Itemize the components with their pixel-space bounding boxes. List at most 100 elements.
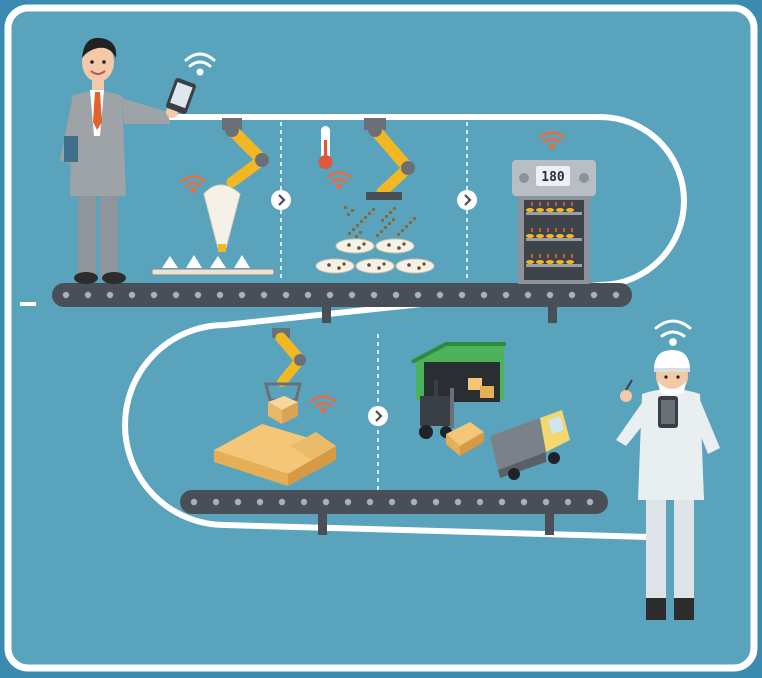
sprinkle	[409, 221, 412, 224]
manager-figure	[60, 37, 178, 284]
conveyor-roller	[212, 498, 220, 506]
sprinkle	[351, 209, 354, 212]
conveyor-roller	[326, 291, 334, 299]
conveyor-roller	[278, 498, 286, 506]
conveyor-roller	[300, 498, 308, 506]
conveyor-roller	[612, 291, 620, 299]
baking-cookie	[546, 208, 554, 212]
sprinkle	[389, 211, 392, 214]
conveyor-roller	[216, 291, 224, 299]
sprinkle	[397, 233, 400, 236]
conveyor-roller	[436, 291, 444, 299]
conveyor-roller	[410, 498, 418, 506]
sprinkle	[364, 216, 367, 219]
conveyor-roller	[260, 291, 268, 299]
oven-rack	[526, 212, 582, 215]
conveyor-roller	[564, 498, 572, 506]
sprinkle	[355, 235, 358, 238]
sprinkle	[376, 234, 379, 237]
cardboard-box-icon	[214, 424, 336, 486]
conveyor-belt	[20, 283, 632, 323]
robot-arm-icon	[222, 118, 269, 188]
cardboard-box-icon	[268, 396, 298, 424]
forklift-icon	[419, 380, 454, 439]
oven-temperature-display: 180	[541, 170, 565, 185]
conveyor-roller	[234, 498, 242, 506]
conveyor-roller	[524, 291, 532, 299]
conveyor-roller	[502, 291, 510, 299]
baking-cookie	[546, 234, 554, 238]
sprinkle	[347, 213, 350, 216]
sprinkle	[413, 217, 416, 220]
baking-cookie	[526, 208, 534, 212]
sprinkle	[380, 230, 383, 233]
cookie-icon	[395, 258, 435, 274]
conveyor-roller	[388, 498, 396, 506]
next-step-icon	[368, 406, 388, 426]
baking-cookie	[546, 260, 554, 264]
piping-bag-icon	[203, 184, 241, 252]
robot-arm-icon	[364, 118, 415, 200]
conveyor-roller	[322, 498, 330, 506]
conveyor-roller	[150, 291, 158, 299]
delivery-truck-icon	[490, 410, 570, 480]
conveyor-roller	[344, 498, 352, 506]
sprinkle	[384, 226, 387, 229]
conveyor-roller	[172, 291, 180, 299]
conveyor-roller	[366, 498, 374, 506]
conveyor-roller	[282, 291, 290, 299]
cookie-icon	[335, 238, 375, 254]
cookie-icon	[355, 258, 395, 274]
conveyor-roller	[542, 498, 550, 506]
conveyor-roller	[348, 291, 356, 299]
conveyor-roller	[520, 498, 528, 506]
sprinkle	[388, 222, 391, 225]
baking-cookie	[556, 234, 564, 238]
conveyor-roller	[568, 291, 576, 299]
conveyor-roller	[238, 291, 246, 299]
conveyor-roller	[256, 498, 264, 506]
baking-cookie	[566, 260, 574, 264]
conveyor-roller	[432, 498, 440, 506]
baking-cookie	[556, 260, 564, 264]
thermometer-icon	[318, 126, 333, 169]
conveyor-roller	[480, 291, 488, 299]
oven-icon: 180	[512, 160, 596, 284]
conveyor-roller	[392, 291, 400, 299]
smartphone-icon	[166, 78, 196, 114]
conveyor-roller	[190, 498, 198, 506]
sprinkle	[393, 207, 396, 210]
conveyor-roller	[458, 291, 466, 299]
cardboard-box-icon	[446, 422, 484, 456]
conveyor-roller	[476, 498, 484, 506]
topping-sprinkles	[344, 206, 416, 238]
conveyor-roller	[106, 291, 114, 299]
sprinkle	[360, 220, 363, 223]
wifi-icon	[538, 131, 566, 149]
conveyor-roller	[84, 291, 92, 299]
baking-cookie	[536, 260, 544, 264]
baking-cookie	[566, 234, 574, 238]
sprinkle	[372, 208, 375, 211]
wifi-icon	[180, 175, 206, 193]
sprinkle	[405, 225, 408, 228]
next-step-icon	[271, 190, 291, 210]
wifi-icon	[184, 52, 216, 76]
wifi-icon	[654, 319, 692, 346]
robot-arm-icon	[264, 328, 306, 402]
conveyor-roller	[590, 291, 598, 299]
conveyor-roller	[194, 291, 202, 299]
cookie-tray	[151, 255, 275, 276]
sprinkle	[392, 218, 395, 221]
baking-cookie	[566, 208, 574, 212]
sprinkle	[348, 232, 351, 235]
sprinkle	[356, 224, 359, 227]
sprinkle	[359, 231, 362, 234]
sprinkle	[352, 228, 355, 231]
oven-rack	[526, 264, 582, 267]
sprinkle	[344, 206, 347, 209]
conveyor-roller	[498, 498, 506, 506]
conveyor-roller	[586, 498, 594, 506]
wifi-icon	[309, 395, 337, 413]
